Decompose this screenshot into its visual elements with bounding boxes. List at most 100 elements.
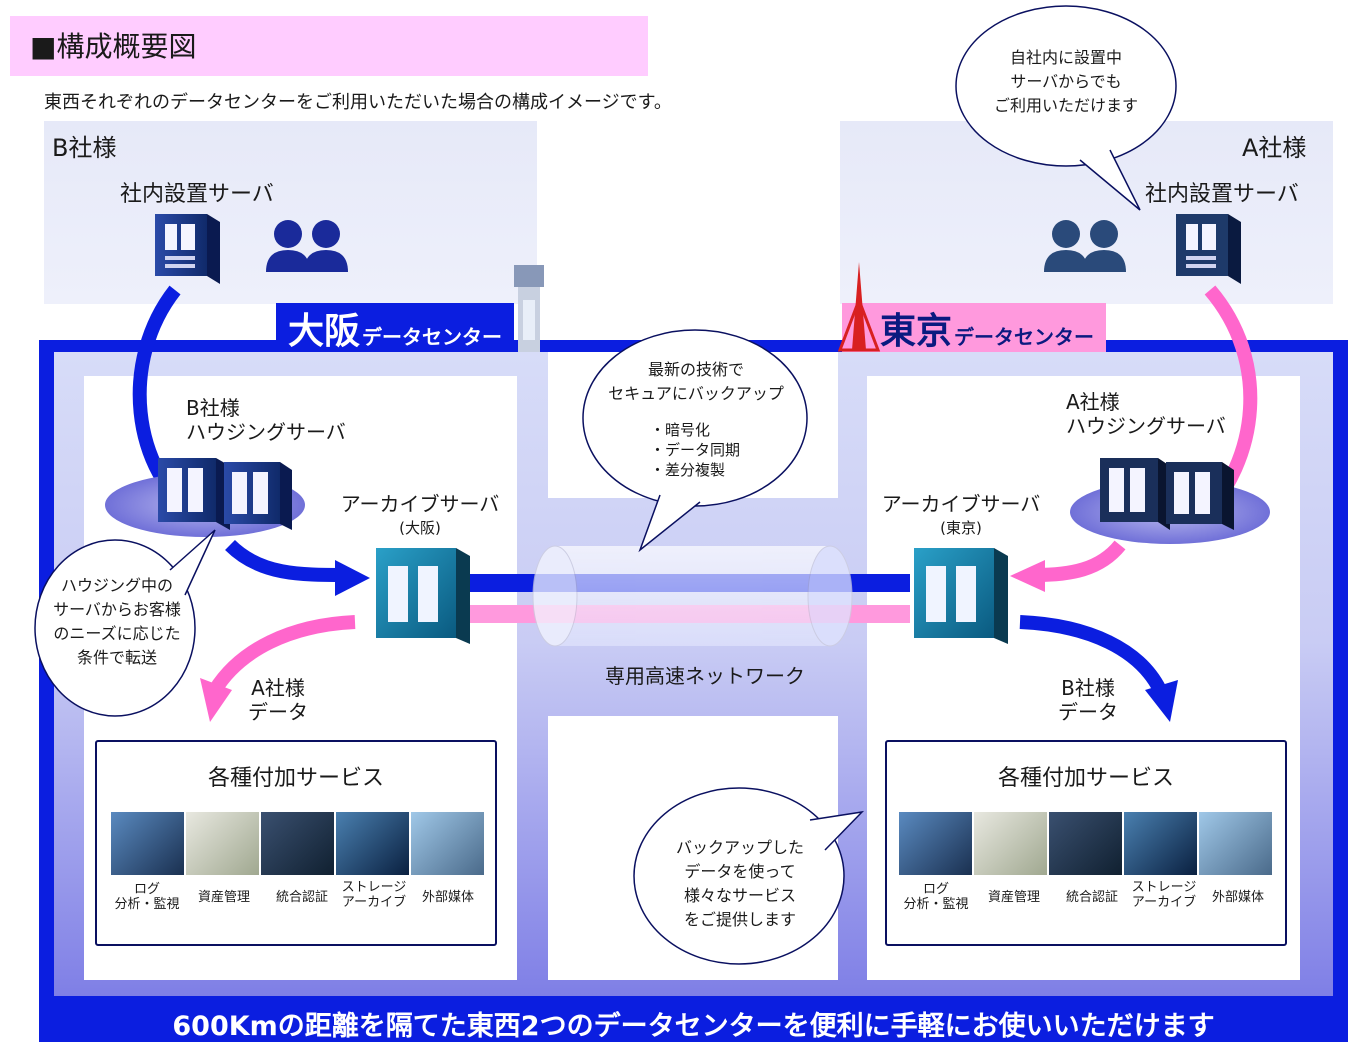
page-title: ■構成概要図 (10, 16, 648, 76)
customer-b-label: B社様 (52, 134, 117, 162)
bubble-network-items: ・暗号化 ・データ同期 ・差分複製 (650, 420, 740, 480)
bubble-line: 条件で転送 (76, 648, 157, 667)
label-line: ログ (133, 882, 160, 897)
customer-a-label: A社様 (1242, 134, 1307, 162)
footer-message: 600Kmの距離を隔てた東西2つのデータセンターを便利に手軽にお使いいただけます (172, 1011, 1215, 1042)
tokyo-archive-label: アーカイブサーバ (東京) (876, 488, 1046, 538)
b-data-arrow (1019, 615, 1167, 694)
service-label-asset: 資産管理 (987, 890, 1040, 905)
bubble-a-inhouse (955, 5, 1177, 211)
storage-archive-image (336, 812, 409, 875)
tokyo-data-label: B社様 データ (1058, 676, 1118, 724)
osaka-suffix: データセンター (362, 325, 503, 349)
bubble-line: サーバからでも (1010, 72, 1122, 91)
bubble-housing-text: ハウジング中の サーバからお客様 のニーズに応じた 条件で転送 (38, 574, 196, 670)
service-label-log: ログ 分析・監視 (893, 882, 979, 912)
b-housing-to-archive-arrow (225, 539, 346, 582)
page-subtitle: 東西それぞれのデータセンターをご利用いただいた場合の構成イメージです。 (44, 92, 672, 113)
log-analysis-image (111, 812, 184, 875)
archive-label: アーカイブサーバ (340, 492, 500, 516)
service-label-asset: 資産管理 (197, 890, 250, 905)
service-label-log: ログ 分析・監視 (104, 882, 190, 912)
service-label-auth: 統合認証 (1065, 890, 1118, 905)
label-line: ストレージ (1131, 880, 1197, 895)
osaka-archive-server-icon (376, 548, 470, 644)
bubble-line: 自社内に設置中 (1009, 48, 1122, 67)
log-analysis-image (899, 812, 972, 875)
service-label-media: 外部媒体 (421, 890, 474, 905)
b-inhouse-server-icon (155, 214, 220, 284)
service-label-storage: ストレージ アーカイブ (336, 880, 412, 910)
service-label-storage: ストレージ アーカイブ (1126, 880, 1202, 910)
asset-management-image (186, 812, 259, 875)
osaka-datacenter-tag: 大阪 データセンター (276, 303, 514, 352)
bubble-item: ・暗号化 (650, 421, 711, 439)
service-label-media: 外部媒体 (1211, 890, 1264, 905)
bubble-service (633, 787, 865, 965)
label-line: B社様 (186, 396, 240, 420)
label-line: ストレージ (341, 880, 407, 895)
archive-sublabel: (東京) (940, 519, 982, 537)
tokyo-datacenter-tag: 東京 データセンター (842, 303, 1106, 352)
integrated-auth-image (261, 812, 334, 875)
bubble-network-text: 最新の技術で セキュアにバックアップ (590, 358, 802, 406)
customer-a-server-label: 社内設置サーバ (1145, 182, 1299, 207)
osaka-city: 大阪 (288, 311, 361, 352)
label-line: B社様 (1061, 676, 1115, 700)
storage-archive-image (1124, 812, 1197, 875)
label-line: データ (1058, 700, 1118, 724)
network-pipe (532, 545, 853, 647)
bubble-line: サーバからお客様 (53, 600, 181, 619)
external-media-image (1199, 812, 1272, 875)
bubble-line: セキュアにバックアップ (608, 384, 784, 403)
bubble-item: ・差分複製 (650, 461, 726, 479)
a-users-icon (1044, 220, 1126, 272)
b-housing-label: B社様 ハウジングサーバ (186, 396, 346, 444)
bubble-item: ・データ同期 (650, 441, 741, 459)
label-line: ハウジングサーバ (1066, 414, 1226, 438)
label-line: 分析・監視 (114, 897, 180, 912)
label-line: ログ (922, 882, 949, 897)
a-housing-server-icon (1100, 458, 1234, 530)
b-users-icon (266, 220, 348, 272)
bubble-line: のニーズに応じた (53, 624, 181, 643)
a-data-arrow (209, 615, 356, 694)
bubble-service-text: バックアップした データを使って 様々なサービス をご提供します (640, 836, 840, 932)
bubble-line: データを使って (684, 862, 796, 881)
label-line: ハウジングサーバ (186, 420, 346, 444)
bubble-a-inhouse-text: 自社内に設置中 サーバからでも ご利用いただけます (960, 46, 1172, 118)
bubble-line: バックアップした (675, 838, 804, 857)
bubble-line: 最新の技術で (647, 360, 744, 379)
osaka-archive-label: アーカイブサーバ (大阪) (335, 488, 505, 538)
integrated-auth-image (1049, 812, 1122, 875)
services-title: 各種付加サービス (207, 766, 384, 791)
services-title: 各種付加サービス (997, 766, 1174, 791)
tokyo-city: 東京 (880, 311, 953, 352)
tokyo-tower-icon (837, 262, 881, 352)
external-media-image (411, 812, 484, 875)
a-housing-to-archive-arrow (1034, 540, 1126, 582)
a-housing-label: A社様 ハウジングサーバ (1066, 390, 1226, 438)
bubble-line: 様々なサービス (683, 886, 796, 905)
label-line: A社様 (1066, 390, 1120, 414)
bubble-line: をご提供します (683, 910, 796, 929)
bubble-network (582, 329, 808, 553)
a-inhouse-server-icon (1176, 214, 1241, 284)
service-label-auth: 統合認証 (275, 890, 328, 905)
label-line: データ (248, 700, 308, 724)
label-line: アーカイブ (341, 895, 407, 910)
asset-management-image (974, 812, 1047, 875)
customer-b-panel (44, 121, 537, 304)
label-line: 分析・監視 (903, 897, 969, 912)
network-label: 専用高速ネットワーク (605, 664, 805, 688)
bubble-line: ご利用いただけます (993, 96, 1138, 115)
bubble-housing (34, 529, 216, 717)
bubble-line: ハウジング中の (60, 576, 173, 595)
label-line: A社様 (251, 676, 305, 700)
archive-sublabel: (大阪) (399, 519, 441, 537)
osaka-tower-icon (514, 265, 544, 352)
tokyo-suffix: データセンター (954, 325, 1095, 349)
b-housing-server-icon (158, 458, 292, 530)
label-line: アーカイブ (1131, 895, 1197, 910)
